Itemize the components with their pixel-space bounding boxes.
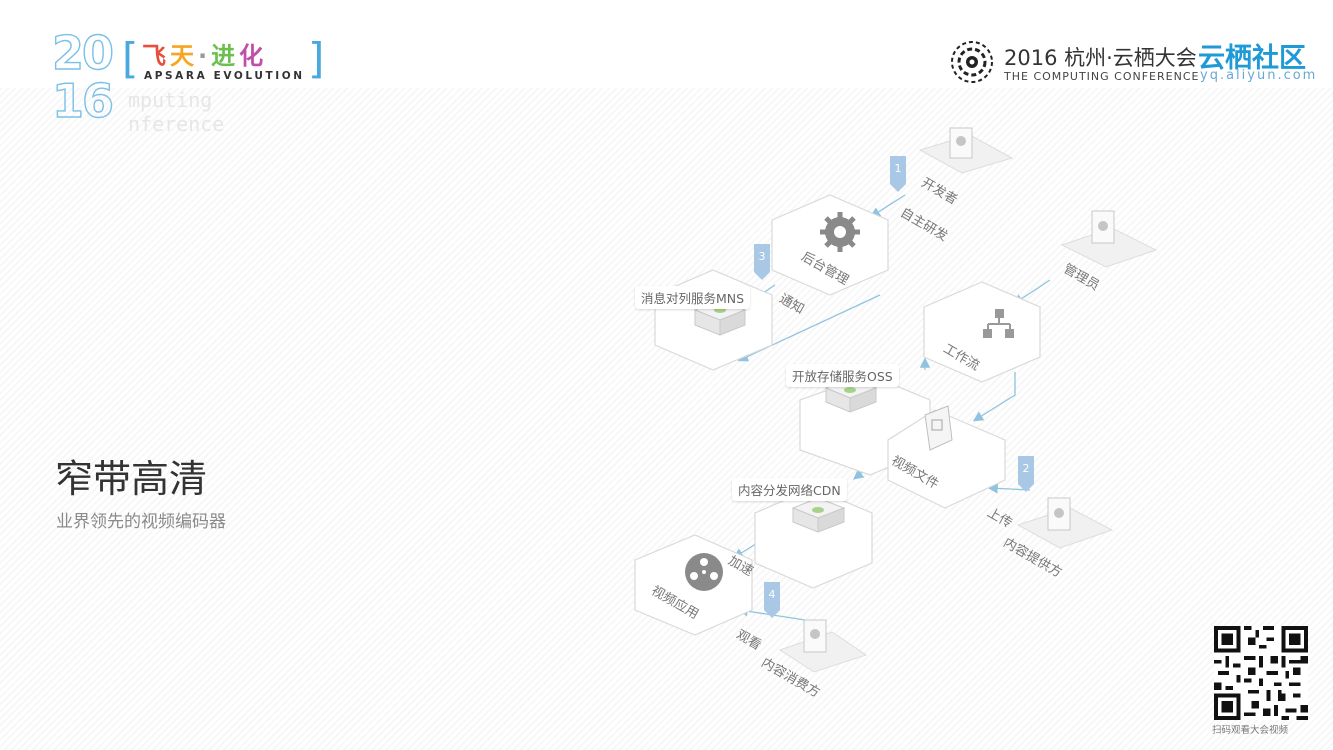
apsara-2016-logo: 20 16 mputing nference [ 飞天·进化 APSARA EV… — [50, 26, 350, 140]
background-pattern — [0, 88, 1333, 750]
step-flag-1 — [890, 156, 906, 192]
slogan-char: 化 — [239, 42, 268, 70]
actor-content-consumer — [778, 619, 868, 673]
logo-faint-line2: nference — [128, 112, 225, 136]
slogan-char: 天 — [170, 42, 198, 70]
step-number-3: 3 — [758, 250, 766, 263]
step-number-2: 2 — [1022, 462, 1030, 475]
gear-icon — [820, 212, 860, 252]
logo-faint-line1: mputing — [128, 88, 213, 112]
community-title: 云栖社区 — [1198, 43, 1306, 74]
logo-bracket-left: [ — [122, 34, 139, 83]
logo-bracket-right: ] — [308, 34, 325, 83]
diagram-graphics — [634, 127, 1158, 673]
cdn-cube-icon — [791, 497, 846, 533]
mns-service-label: 消息对列服务MNS — [635, 286, 751, 309]
step-number-4: 4 — [768, 588, 776, 601]
slogan-char: 飞 — [142, 42, 170, 70]
slogan-char: 进 — [211, 42, 240, 70]
actor-content-provider — [1016, 497, 1114, 549]
aliyun-dots-icon — [951, 41, 993, 83]
conference-subtitle: THE COMPUTING CONFERENCE — [1004, 70, 1200, 83]
community-url: yq.aliyun.com — [1200, 68, 1318, 83]
oss-service-label: 开放存储服务OSS — [786, 364, 899, 387]
step-flag-4 — [764, 582, 780, 618]
workflow-icon — [983, 309, 1014, 338]
actor-developer — [918, 127, 1014, 174]
step-flag-2 — [1018, 456, 1034, 492]
step-flag-3 — [754, 244, 770, 280]
slide-subtitle: 业界领先的视频编码器 — [56, 512, 226, 532]
logo-year-top: 20 — [51, 26, 114, 80]
logo-year-bottom: 16 — [51, 74, 114, 128]
step-flags — [754, 156, 1034, 618]
qr-code-icon — [1214, 626, 1308, 720]
logo-slogan-cn: 飞天·进化 — [142, 36, 267, 71]
slogan-char: · — [198, 42, 212, 70]
logo-slogan-en: APSARA EVOLUTION — [144, 70, 305, 82]
film-reel-icon — [685, 553, 723, 591]
qr-caption: 扫码观看大会视频 — [1212, 725, 1289, 736]
step-number-1: 1 — [894, 162, 902, 175]
file-icon — [924, 405, 953, 451]
slide-title: 窄带高清 — [55, 457, 208, 501]
conference-logo: 2016 杭州·云栖大会 THE COMPUTING CONFERENCE 云栖… — [950, 36, 1320, 88]
cdn-service-label: 内容分发网络CDN — [732, 478, 847, 501]
conference-title: 2016 杭州·云栖大会 — [1004, 46, 1197, 70]
actor-admin — [1060, 210, 1158, 268]
architecture-diagram: 1 2 3 4 开发者 管理员 内容提供方 内容消费方 后台管理 工作流 视频文… — [600, 110, 1180, 710]
